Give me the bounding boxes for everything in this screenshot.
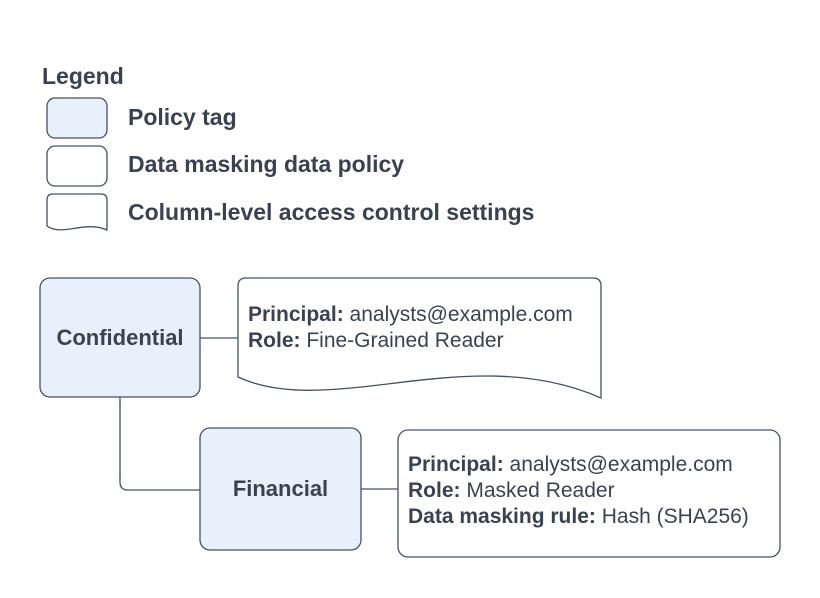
role-value: Fine-Grained Reader (300, 329, 504, 352)
legend-access-control-swatch (46, 193, 108, 232)
principal-value: analysts@example.com (343, 303, 573, 326)
policy-tag-financial-shape (199, 427, 362, 551)
data-policy-masking-rule-line: Data masking rule: Hash (SHA256) (408, 504, 749, 530)
access-control-card-text: Principal: analysts@example.com Role: Fi… (248, 302, 573, 354)
masking-rule-label: Data masking rule: (408, 505, 596, 528)
access-control-role-line: Role: Fine-Grained Reader (248, 328, 573, 354)
legend-policy-tag-swatch (46, 97, 108, 139)
legend-data-masking-policy-swatch (46, 145, 108, 187)
data-policy-role-line: Role: Masked Reader (408, 478, 749, 504)
policy-tag-confidential-shape (39, 277, 201, 398)
policy-tag-financial-label: Financial (232, 476, 329, 501)
principal-label: Principal: (248, 303, 344, 326)
legend-title: Legend (42, 63, 124, 89)
masking-rule-value: Hash (SHA256) (595, 505, 749, 528)
data-policy-card-shape (397, 429, 781, 558)
legend-item-access-control-label: Column-level access control settings (128, 199, 535, 225)
data-policy-card-text: Principal: analysts@example.com Role: Ma… (408, 452, 749, 530)
principal-label: Principal: (408, 453, 504, 476)
role-value: Masked Reader (460, 479, 615, 502)
role-label: Role: (248, 329, 301, 352)
principal-value: analysts@example.com (503, 453, 733, 476)
data-policy-principal-line: Principal: analysts@example.com (408, 452, 749, 478)
policy-tag-confidential-label: Confidential (56, 324, 184, 350)
access-control-principal-line: Principal: analysts@example.com (248, 302, 573, 328)
legend-item-data-masking-policy-label: Data masking data policy (128, 151, 405, 177)
connector-confidential-to-financial (119, 397, 201, 491)
legend-item-policy-tag-label: Policy tag (128, 104, 237, 130)
role-label: Role: (408, 479, 461, 502)
access-control-card-shape (237, 277, 602, 399)
